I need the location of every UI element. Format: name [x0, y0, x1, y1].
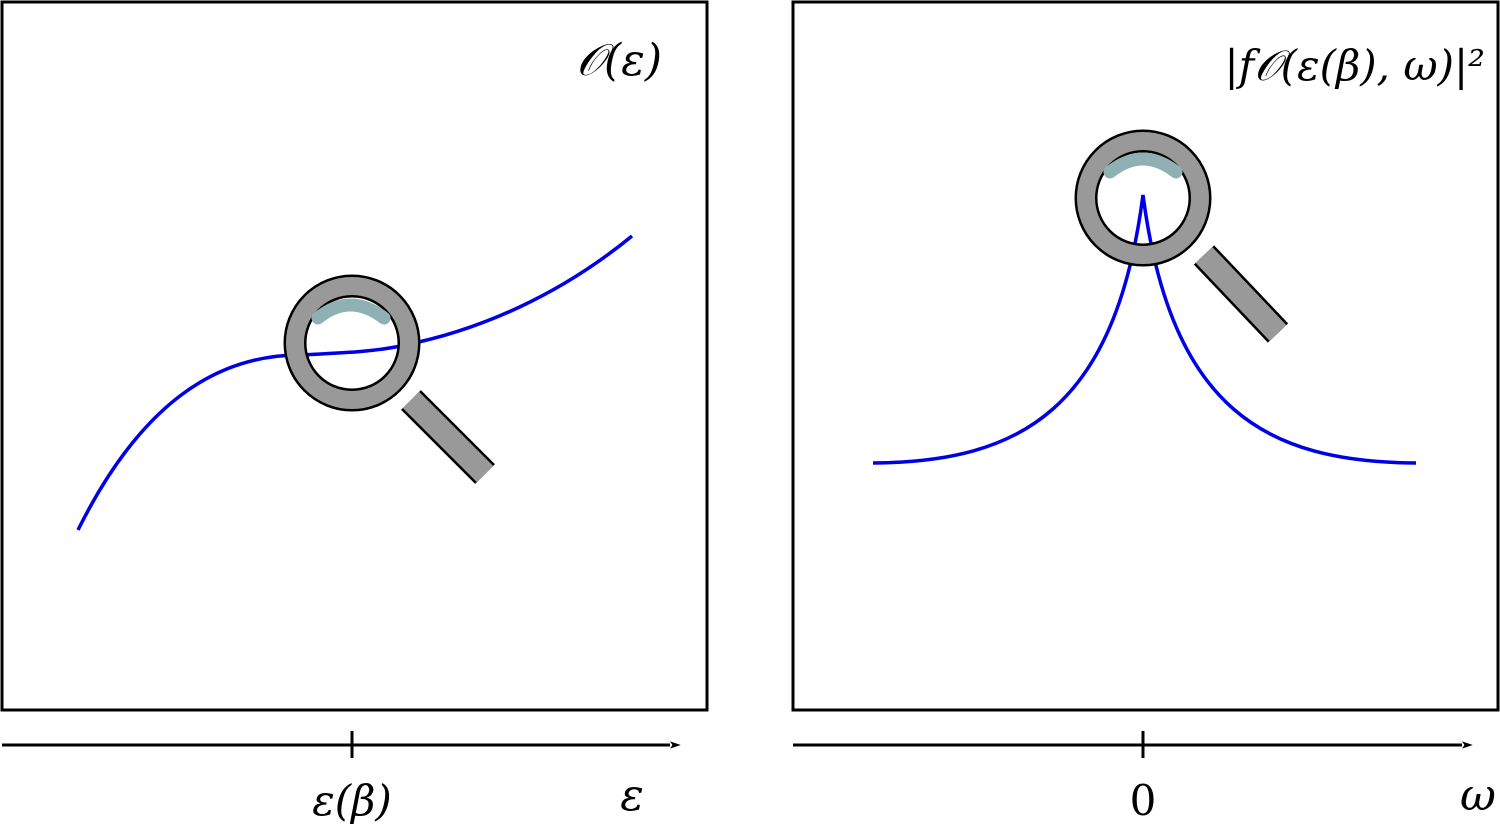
left-panel-frame	[0, 0, 709, 712]
left-panel-title: 𝒪(ε)	[576, 35, 662, 86]
right-axis: 0 ω	[793, 731, 1496, 825]
right-panel: |f𝒪(ε(β), ω)|² 0 ω	[791, 0, 1500, 825]
left-observable-curve	[76, 234, 634, 531]
right-spectral-curve	[872, 194, 1417, 465]
right-axis-tick-label: 0	[1130, 776, 1157, 825]
right-axis-variable-label: ω	[1460, 770, 1496, 821]
right-panel-title: |f𝒪(ε(β), ω)|²	[1225, 41, 1485, 90]
left-axis-tick-label: ε(β)	[312, 776, 392, 825]
left-axis: ε(β) ε	[2, 731, 681, 825]
magnifying-glass-icon	[1074, 129, 1289, 343]
left-axis-variable-label: ε	[620, 770, 644, 821]
left-panel: 𝒪(ε) ε(β) ε	[0, 0, 709, 825]
right-panel-frame	[791, 0, 1500, 712]
magnifying-glass-icon	[283, 274, 495, 484]
